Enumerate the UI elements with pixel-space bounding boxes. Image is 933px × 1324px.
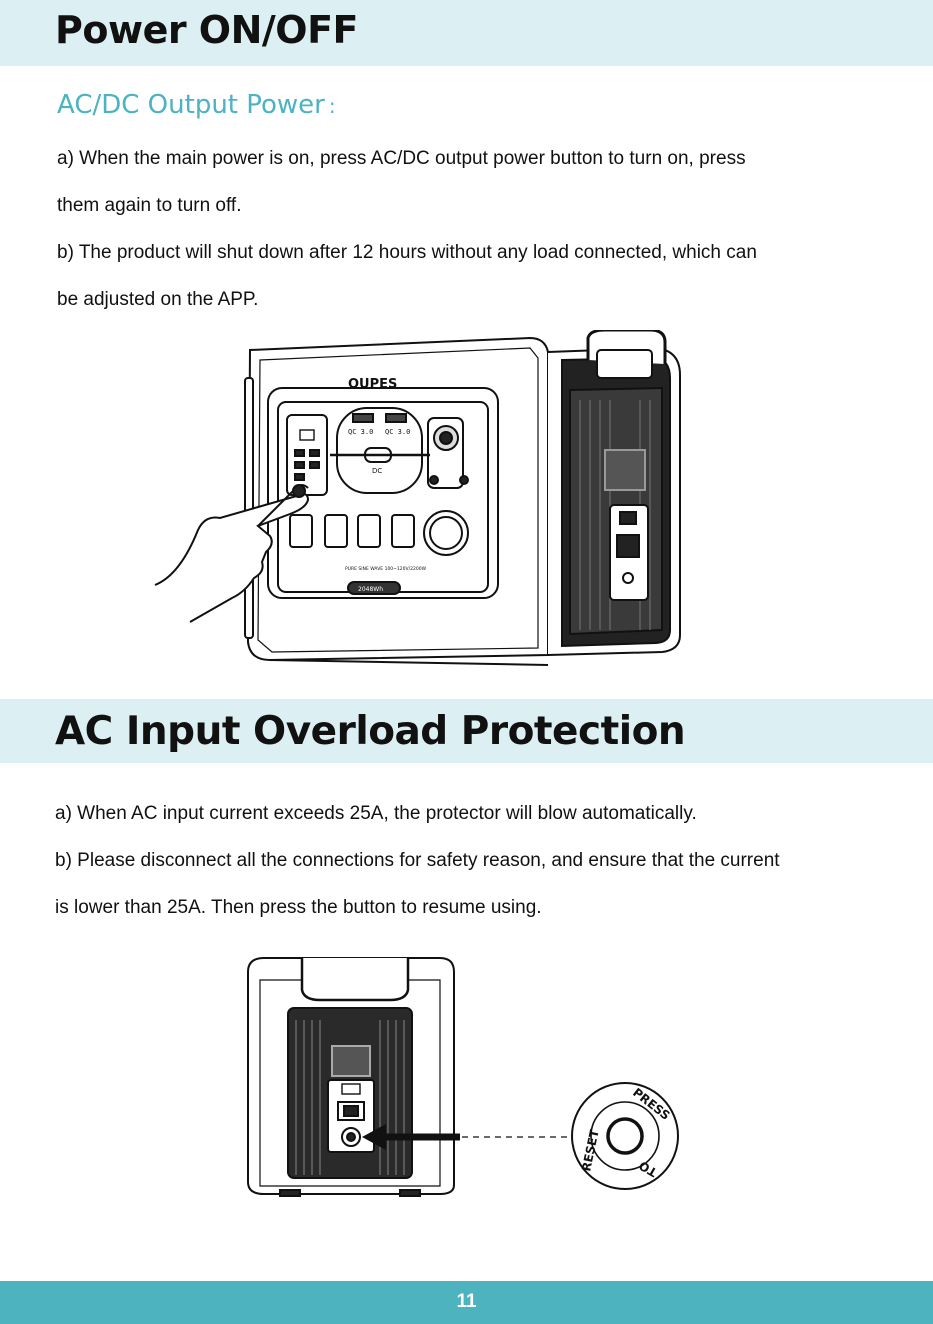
subtitle-text: AC/DC Output Power	[57, 90, 325, 120]
power-instructions: a) When the main power is on, press AC/D…	[57, 135, 917, 323]
subtitle-colon: :	[328, 94, 336, 118]
page-footer: 11	[0, 1281, 933, 1324]
instruction-a-line1: a) When the main power is on, press AC/D…	[57, 148, 746, 169]
section-header-overload: AC Input Overload Protection	[0, 699, 933, 763]
power-station-front-illustration: OUPES QC 3.0 QC 3.0 DC PURE SINE WAVE 10…	[154, 330, 681, 666]
section-title-power: Power ON/OFF	[55, 8, 359, 52]
qc-port-label-1: QC 3.0	[348, 428, 373, 436]
pointing-hand-icon	[154, 484, 310, 623]
brand-logo-text: OUPES	[348, 377, 397, 392]
reset-button-illustration: RESET PRESS TO	[247, 957, 679, 1197]
overload-line-b2: is lower than 25A. Then press the button…	[55, 897, 542, 918]
wave-spec-label: PURE SINE WAVE 100~120V/2200W	[345, 566, 427, 572]
instruction-b-line2: be adjusted on the APP.	[57, 289, 259, 310]
section-title-overload: AC Input Overload Protection	[55, 709, 686, 754]
instruction-a-line2: them again to turn off.	[57, 195, 242, 216]
overload-line-a: a) When AC input current exceeds 25A, th…	[55, 803, 697, 824]
dc-button-label: DC	[372, 467, 382, 475]
overload-line-b1: b) Please disconnect all the connections…	[55, 850, 780, 871]
instruction-b-line1: b) The product will shut down after 12 h…	[57, 242, 757, 263]
subtitle-ac-dc-output: AC/DC Output Power:	[57, 90, 336, 120]
section-header-power: Power ON/OFF	[0, 0, 933, 66]
qc-port-label-2: QC 3.0	[385, 428, 410, 436]
overload-instructions: a) When AC input current exceeds 25A, th…	[55, 790, 915, 931]
capacity-label: 2048Wh	[358, 586, 383, 593]
page-number: 11	[456, 1291, 477, 1312]
